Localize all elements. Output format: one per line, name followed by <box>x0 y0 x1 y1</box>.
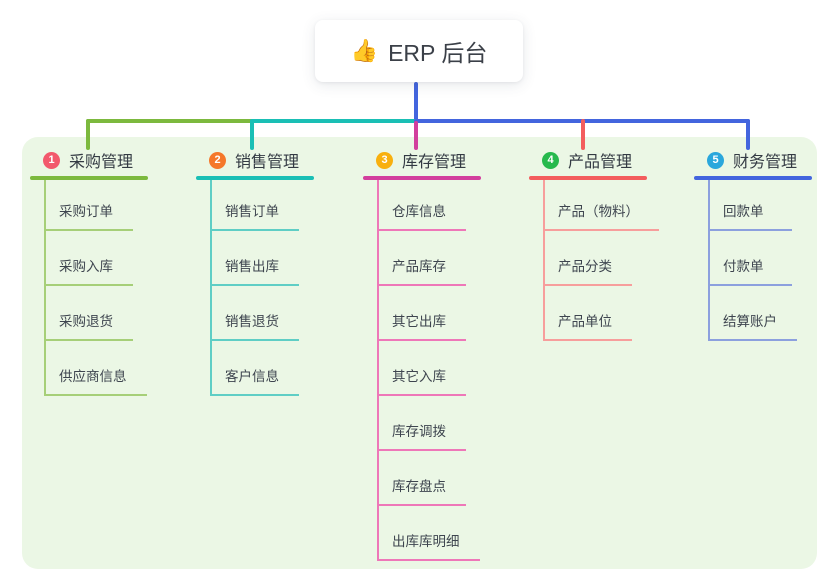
mindmap-node[interactable]: 产品单位 <box>545 286 632 341</box>
connector-drop-branch-4 <box>581 119 585 150</box>
root-label: ERP 后台 <box>388 40 488 66</box>
branch-2-underline <box>196 176 314 180</box>
branch-4-subtree: 产品（物料）产品分类产品单位 <box>543 180 687 341</box>
mindmap-node[interactable]: 供应商信息 <box>46 341 147 396</box>
branch-1-title[interactable]: 1 采购管理 <box>30 148 188 172</box>
root-node[interactable]: 👍 ERP 后台 <box>315 20 523 82</box>
branch-3-number-badge: 3 <box>376 151 393 169</box>
branch-1-underline <box>30 176 148 180</box>
mindmap-node[interactable]: 采购退货 <box>46 286 133 341</box>
mindmap-node[interactable]: 采购订单 <box>46 180 133 231</box>
branch-3-label: 库存管理 <box>402 154 467 171</box>
branch-3-subtree: 仓库信息产品库存其它出库其它入库库存调拨库存盘点出库库明细 <box>377 180 521 561</box>
branch-2-label: 销售管理 <box>235 154 300 171</box>
branch-4-number-badge: 4 <box>542 151 559 169</box>
mindmap-node[interactable]: 结算账户 <box>710 286 797 341</box>
mindmap-node[interactable]: 产品库存 <box>379 231 466 286</box>
mindmap-node[interactable]: 采购入库 <box>46 231 133 286</box>
branch-5-label: 财务管理 <box>733 154 798 171</box>
branch-1-subtree: 采购订单采购入库采购退货供应商信息 <box>44 180 188 396</box>
mindmap-node[interactable]: 库存盘点 <box>379 451 466 506</box>
branch-1-number-badge: 1 <box>43 151 60 169</box>
connector-drop-branch-3 <box>414 121 418 150</box>
connector-drop-branch-2 <box>250 119 254 150</box>
branch-5-title[interactable]: 5 财务管理 <box>694 148 839 172</box>
mindmap-node[interactable]: 客户信息 <box>212 341 299 396</box>
branch-4-column: 4 产品管理产品（物料）产品分类产品单位 <box>529 148 687 341</box>
branch-4-underline <box>529 176 647 180</box>
mindmap-node[interactable]: 销售订单 <box>212 180 299 231</box>
branch-3-underline <box>363 176 481 180</box>
mindmap-node[interactable]: 回款单 <box>710 180 792 231</box>
mindmap-node[interactable]: 其它入库 <box>379 341 466 396</box>
branch-5-number-badge: 5 <box>707 151 724 169</box>
branch-5-subtree: 回款单付款单结算账户 <box>708 180 839 341</box>
mindmap-node[interactable]: 其它出库 <box>379 286 466 341</box>
branch-1-label: 采购管理 <box>69 154 134 171</box>
connector-horizontal-2 <box>250 119 418 123</box>
connector-drop-branch-5 <box>746 119 750 150</box>
background-panel <box>22 137 817 569</box>
branch-2-column: 2 销售管理销售订单销售出库销售退货客户信息 <box>196 148 354 396</box>
branch-1-column: 1 采购管理采购订单采购入库采购退货供应商信息 <box>30 148 188 396</box>
branch-3-title[interactable]: 3 库存管理 <box>363 148 521 172</box>
thumbs-up-icon: 👍 <box>350 38 379 63</box>
mindmap-node[interactable]: 库存调拨 <box>379 396 466 451</box>
mindmap-node[interactable]: 销售出库 <box>212 231 299 286</box>
mindmap-node[interactable]: 付款单 <box>710 231 792 286</box>
connector-horizontal-1 <box>86 119 254 123</box>
branch-3-column: 3 库存管理仓库信息产品库存其它出库其它入库库存调拨库存盘点出库库明细 <box>363 148 521 561</box>
connector-root-stub <box>414 82 418 123</box>
connector-drop-branch-1 <box>86 119 90 150</box>
branch-2-title[interactable]: 2 销售管理 <box>196 148 354 172</box>
branch-2-subtree: 销售订单销售出库销售退货客户信息 <box>210 180 354 396</box>
mindmap-node[interactable]: 产品分类 <box>545 231 632 286</box>
branch-2-number-badge: 2 <box>209 151 226 169</box>
mindmap-node[interactable]: 出库库明细 <box>379 506 480 561</box>
branch-4-title[interactable]: 4 产品管理 <box>529 148 687 172</box>
branch-5-underline <box>694 176 812 180</box>
branch-4-label: 产品管理 <box>568 154 633 171</box>
mindmap-node[interactable]: 仓库信息 <box>379 180 466 231</box>
mindmap-node[interactable]: 产品（物料） <box>545 180 659 231</box>
branch-5-column: 5 财务管理回款单付款单结算账户 <box>694 148 839 341</box>
mindmap-node[interactable]: 销售退货 <box>212 286 299 341</box>
